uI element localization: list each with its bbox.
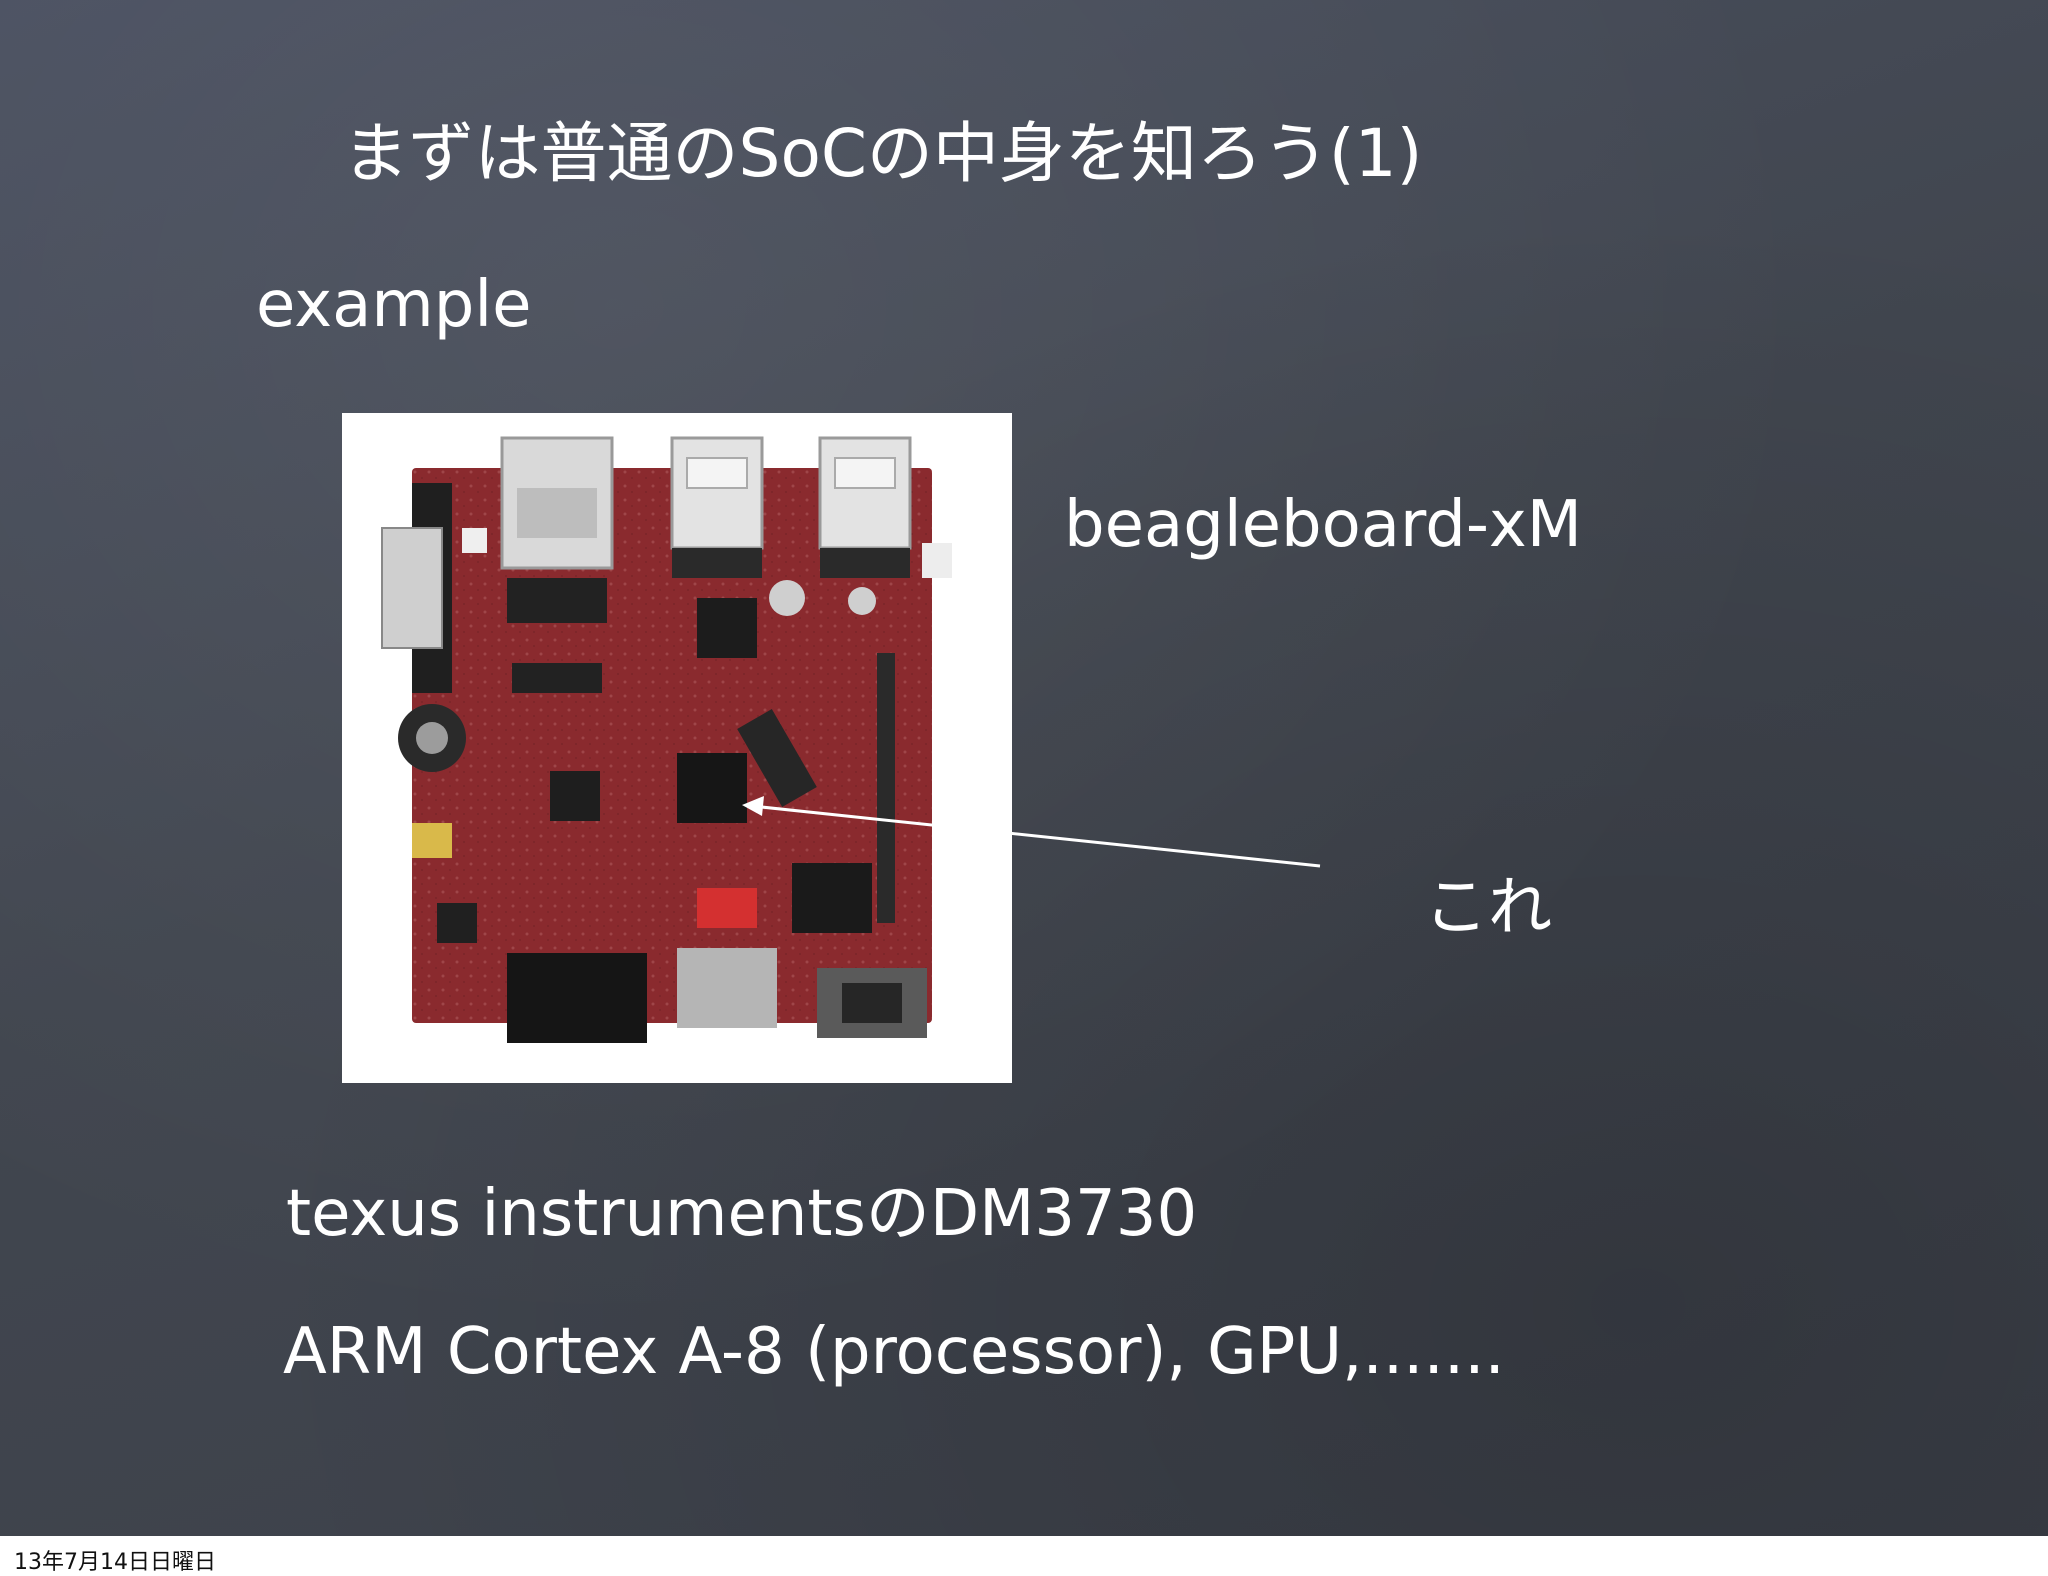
- slide: まずは普通のSoCの中身を知ろう(1) example beagleboard-…: [0, 0, 2048, 1536]
- components-line: ARM Cortex A-8 (processor), GPU,.......: [283, 1315, 1505, 1389]
- pointer-arrow: [0, 0, 2048, 1536]
- example-label: example: [256, 268, 532, 342]
- circuit-board-photo-icon: [381, 436, 952, 1043]
- footer: [0, 1536, 2048, 1576]
- board-name: beagleboard-xM: [1064, 488, 1582, 562]
- date-stamp: 13年7月14日日曜日: [14, 1550, 216, 1575]
- pointer-label: これ: [1424, 871, 1552, 945]
- slide-title: まずは普通のSoCの中身を知ろう(1): [342, 115, 1423, 192]
- board-photo: [342, 413, 1012, 1083]
- soc-line: texus instrumentsのDM3730: [286, 1177, 1198, 1251]
